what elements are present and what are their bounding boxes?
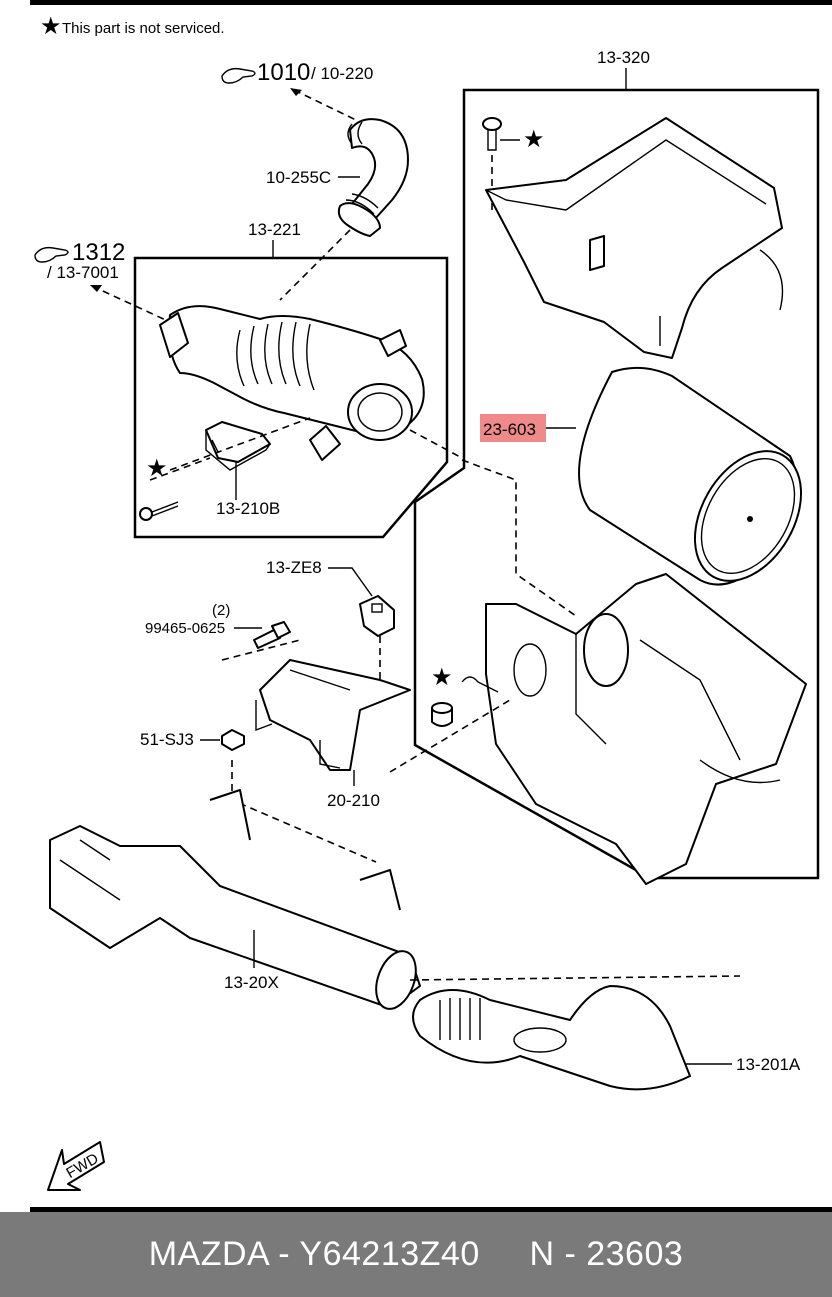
bolt-icon (253, 621, 291, 649)
footer-bar: MAZDA - Y64213Z40 N - 23603 (0, 1212, 832, 1297)
group-13-221-box (133, 256, 449, 539)
star-icon: ★ (146, 455, 168, 482)
forward-arrow-icon: FWD (47, 1141, 105, 1191)
bracket-13-210b-label: 13-210B (216, 499, 280, 518)
duct-13-201a-label: 13-201A (736, 1055, 801, 1074)
pointing-hand-icon (221, 67, 256, 84)
fresh-air-duct (49, 789, 421, 1010)
air-cleaner-case (485, 573, 807, 885)
ref-10-220-label: / 10-220 (311, 64, 373, 83)
bolt-99465-0625-label: 99465-0625 (145, 620, 225, 637)
nut-icon (221, 729, 245, 751)
air-filter-element (578, 366, 803, 586)
quantity-label: (2) (212, 602, 230, 619)
pointing-hand-icon (34, 246, 69, 263)
parts-diagram: ★ This part is not serviced. 1010 / 10-2… (30, 0, 832, 1212)
filter-highlight (480, 414, 546, 442)
screw-icon (139, 501, 179, 521)
bracket-13-210b (205, 421, 271, 471)
bracket-13-ze8-label: 13-ZE8 (266, 558, 322, 577)
group-13-221-label: 13-221 (248, 220, 301, 239)
star-icon: ★ (431, 664, 453, 691)
nut-51-sj3-label: 51-SJ3 (140, 730, 194, 749)
bottom-border (30, 1207, 832, 1212)
ref-1010-leader (293, 89, 357, 121)
star-icon: ★ (523, 126, 545, 153)
filter-23-603-label: 23-603 (483, 420, 536, 439)
intake-duct-assembly (159, 305, 425, 461)
bracket-13-ze8 (359, 595, 395, 637)
ref-1312-label: 1312 (72, 239, 125, 266)
bracket-20-210 (255, 659, 411, 771)
top-border (30, 0, 832, 5)
hose-10-255c (337, 118, 409, 237)
air-cleaner-cover (485, 117, 784, 359)
ref-1010-label: 1010 (257, 59, 310, 86)
bracket-20-210-label: 20-210 (327, 791, 380, 810)
star-icon: ★ (40, 13, 62, 40)
duct-13-20x-label: 13-20X (224, 973, 279, 992)
grommet-icon (431, 702, 453, 727)
cover-13-320-label: 13-320 (597, 48, 650, 67)
arrow-icon (290, 88, 302, 96)
hose-10-255c-label: 10-255C (266, 168, 331, 187)
footer-part-number: MAZDA - Y64213Z40 N - 23603 (148, 1235, 684, 1273)
arrow-icon (90, 285, 102, 292)
screw-icon (482, 117, 502, 151)
group-13-320-box (413, 88, 820, 880)
intake-hose-13-201a (412, 985, 691, 1091)
note-text: This part is not serviced. (62, 20, 225, 37)
ref-13-7001-label: / 13-7001 (47, 263, 119, 282)
